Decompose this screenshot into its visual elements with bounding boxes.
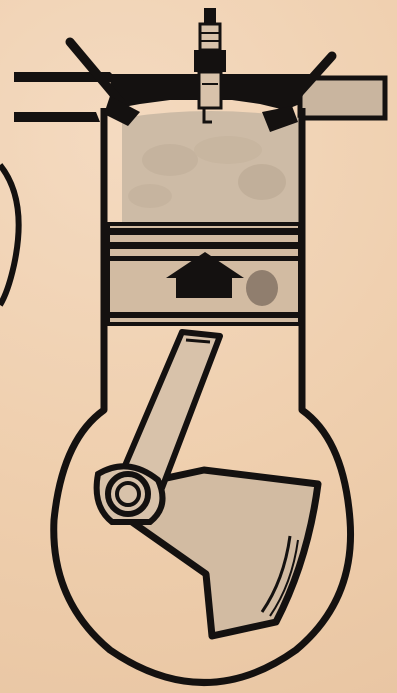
piston-skirt-band bbox=[108, 312, 300, 318]
adjacent-figure-edge bbox=[0, 165, 19, 305]
piston-ring-1 bbox=[108, 228, 300, 235]
spark-plug bbox=[194, 8, 226, 122]
wrist-pin-cap bbox=[186, 340, 210, 342]
piston-ring-2 bbox=[108, 242, 300, 249]
crank-pin-bearing bbox=[97, 466, 163, 522]
